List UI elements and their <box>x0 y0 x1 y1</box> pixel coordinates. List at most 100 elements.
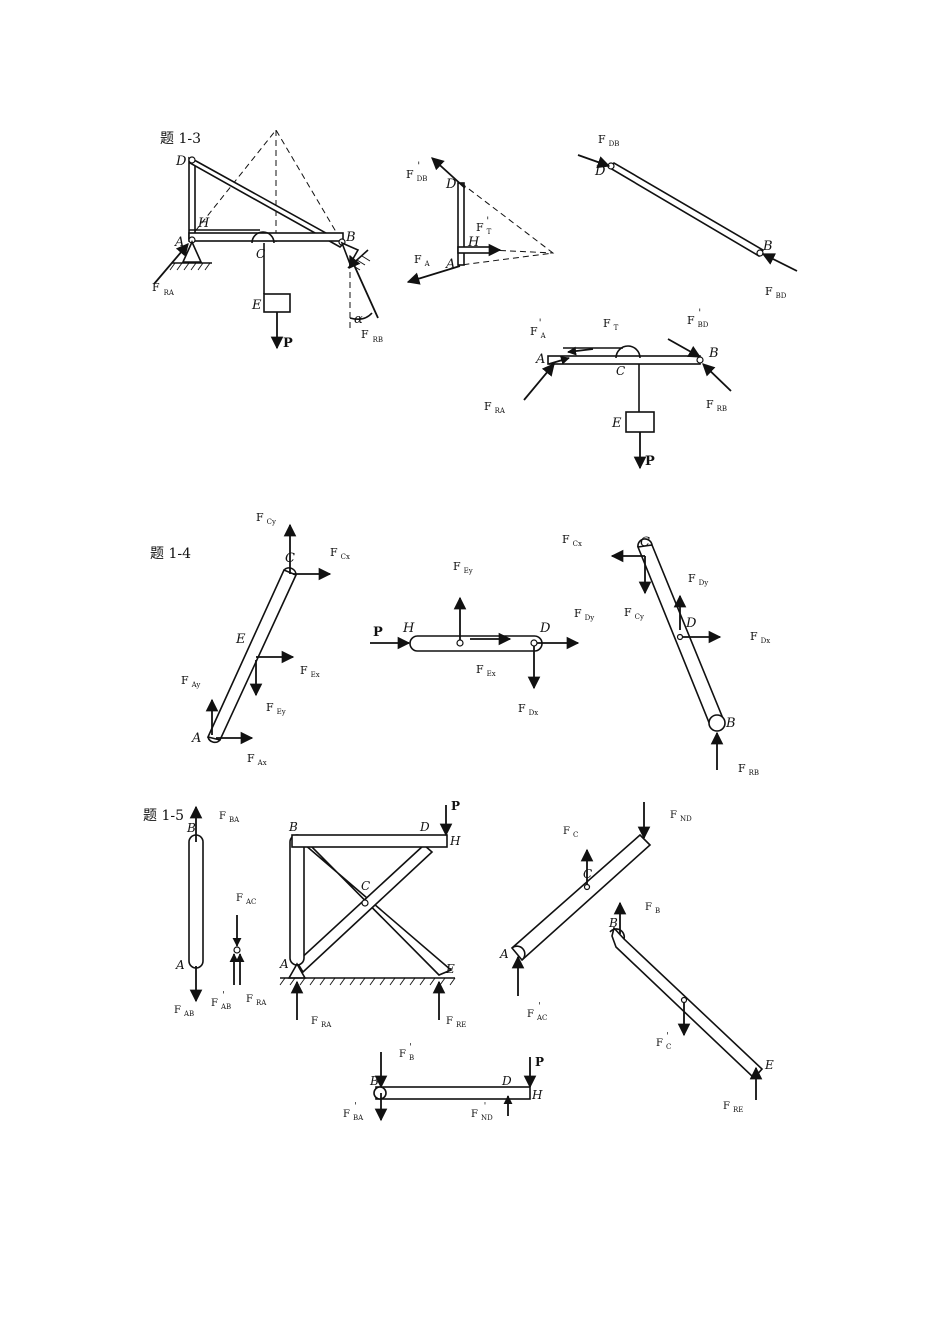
p13-angle-arc <box>349 312 373 320</box>
p13-label-alpha: α <box>354 312 363 327</box>
p14-HD-label-D: D <box>539 621 551 636</box>
p15-frame-member-AD <box>295 843 434 974</box>
p15-AB-label-B: B <box>186 821 196 835</box>
p15-frame-pin-C <box>361 899 369 907</box>
p13-fbd-AB-label-A: A <box>535 352 545 367</box>
p13-fbd-AB-pin-B <box>696 356 704 364</box>
p13-fbd-label-D: D <box>445 177 457 192</box>
p13-label-A: A <box>174 235 184 250</box>
p15-pin-A-circle <box>233 946 241 954</box>
p13-fbd-DB-pin-B <box>756 249 764 257</box>
p13-fbd-force-FAp <box>548 356 570 365</box>
p13-fbd-AB-label-E: E <box>611 416 622 431</box>
p13-support-A <box>181 240 203 263</box>
p13-fbd-force-FDBp <box>431 157 466 189</box>
p13-fbd-AB-label-B: B <box>708 346 719 361</box>
p15-frame-label-D: D <box>419 820 430 834</box>
p15-frame-label-E: E <box>445 962 455 976</box>
p13-fbd-AB-pulley <box>615 345 641 359</box>
p13-pin-D <box>188 156 196 164</box>
p15-AD-bar <box>510 833 652 962</box>
p13-label-D: D <box>175 154 187 169</box>
p15-BH-label-B: B <box>369 1074 379 1088</box>
p15-frame-label-A: A <box>279 957 289 971</box>
p13-fbd-AB-weight <box>625 411 655 433</box>
p15-frame-member-AB <box>289 834 305 966</box>
p13-fbd-force-FBD <box>761 253 798 272</box>
p13-pulley-C <box>251 231 275 244</box>
p14-CB-label-D: D <box>685 616 697 631</box>
p13-fbd-DB-bar <box>608 161 765 258</box>
p14-HD-pin-E <box>456 639 464 647</box>
p14-CB-label-C: C <box>640 535 650 550</box>
p15-AD-pin-C <box>583 883 591 891</box>
p13-force-FRB <box>348 254 379 319</box>
p15-BE-label-E: E <box>764 1058 774 1072</box>
p13-construction-lines <box>188 129 343 243</box>
p13-label-C: C <box>256 247 265 261</box>
p13-fbd-label-H: H <box>467 235 480 250</box>
p14-HD-label-P: P <box>373 625 383 640</box>
p14-AC-end-A <box>207 736 221 744</box>
p13-member-AD <box>188 156 196 240</box>
p15-frame-label-C: C <box>361 879 370 893</box>
p13-weight-E <box>263 293 291 313</box>
problem-1-3: 题 1-3 <box>152 129 798 470</box>
p15-BE-pin-C <box>680 996 688 1004</box>
p15-BH-label-P: P <box>535 1055 544 1069</box>
p15-AD-label-C: C <box>583 867 592 881</box>
p15-frame-label-P: P <box>451 799 460 813</box>
p13-fbd-AB-label-C: C <box>616 364 625 378</box>
p15-frame-member-BH <box>291 834 448 848</box>
p13-fbd-force-FDB <box>577 154 611 169</box>
p15-AB-label-A: A <box>175 958 185 972</box>
p14-AC-label-E: E <box>235 632 246 647</box>
p13-fbd-force-FRA <box>523 363 555 401</box>
p13-fbd-label-A: A <box>445 257 455 272</box>
p15-AB-bar <box>188 834 204 969</box>
p15-BE-label-B: B <box>608 916 618 930</box>
p14-HD-label-H: H <box>402 621 415 636</box>
p13-fbd-force-FA <box>406 265 461 285</box>
p14-AC-label-C: C <box>285 551 295 566</box>
p13-force-FRA <box>153 243 189 285</box>
p14-CB-end-C <box>637 538 653 548</box>
